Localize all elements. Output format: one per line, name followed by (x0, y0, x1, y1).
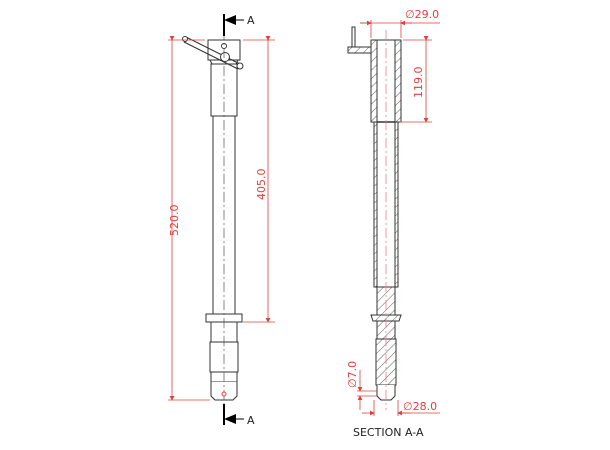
section-label-top: A (247, 14, 255, 27)
section-label-bottom: A (247, 414, 255, 427)
dim-bottom-diameter (362, 400, 440, 416)
dim-overall-length (168, 36, 210, 401)
section-view (347, 26, 402, 410)
front-view (182, 30, 244, 410)
dim-hole-diameter (357, 370, 377, 410)
dim-top-depth (400, 36, 432, 123)
section-marker-top: A (223, 14, 255, 36)
dim-top-diameter (360, 20, 440, 38)
dim-7-label: ∅7.0 (346, 361, 359, 388)
section-title: SECTION A-A (353, 426, 424, 439)
section-marker-bottom: A (223, 404, 255, 427)
dim-29-label: ∅29.0 (405, 8, 439, 21)
dim-upper-length (243, 36, 275, 323)
dim-520-label: 520.0 (168, 205, 181, 237)
dim-405-label: 405.0 (255, 169, 268, 201)
dim-28-label: ∅28.0 (403, 400, 437, 413)
dim-119-label: 119.0 (412, 67, 425, 99)
handle-pin (182, 36, 244, 70)
